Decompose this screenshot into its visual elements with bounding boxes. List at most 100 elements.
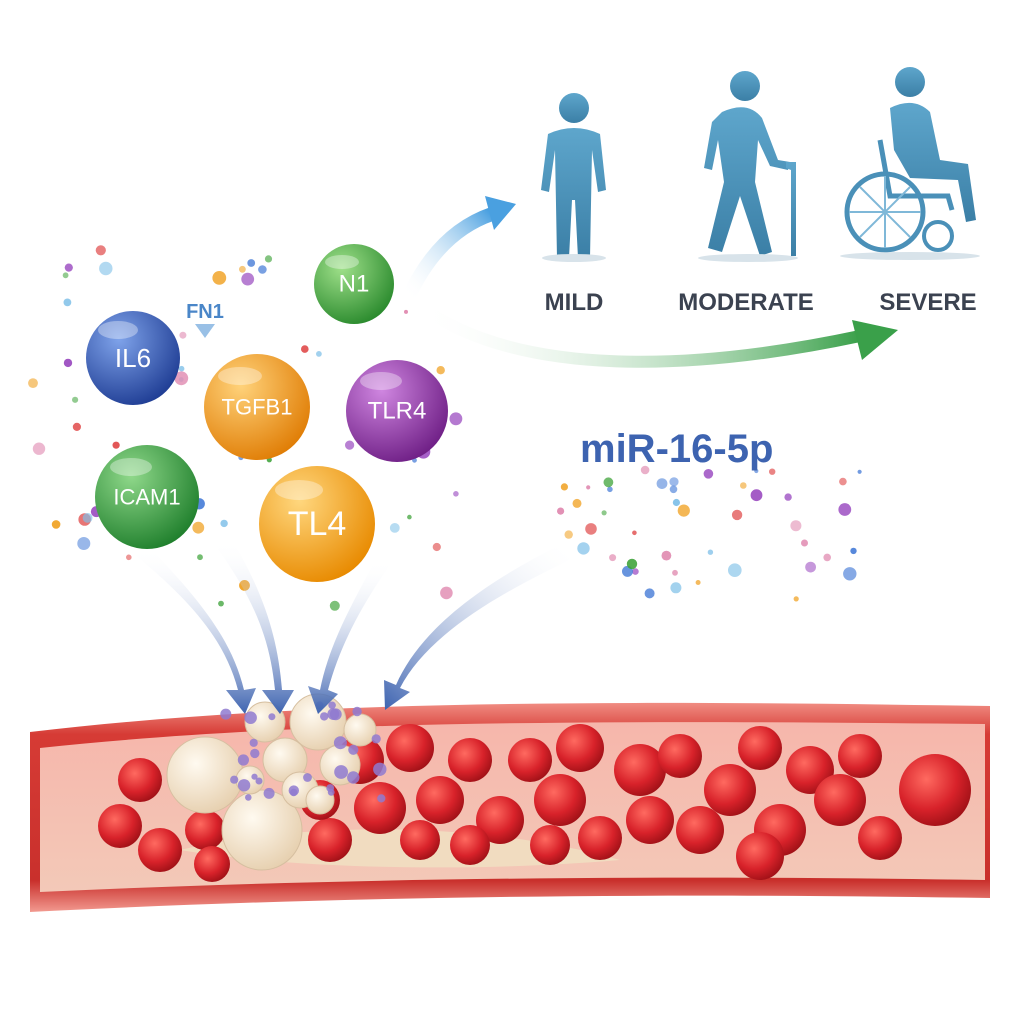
red-blood-cell	[704, 764, 756, 816]
particle	[316, 351, 322, 357]
molecule-tgfb1: TGFB1	[204, 354, 310, 460]
particle	[850, 547, 857, 555]
progression-arrows	[401, 196, 898, 368]
fn1-marker: FN1	[186, 301, 224, 338]
red-blood-cell	[858, 816, 902, 860]
particle	[784, 493, 792, 501]
immune-particle	[377, 794, 386, 803]
red-blood-cell	[416, 776, 464, 824]
particle	[389, 523, 400, 533]
red-blood-cell	[614, 744, 666, 796]
particle	[801, 539, 808, 547]
particle	[677, 504, 690, 517]
particle	[407, 514, 412, 520]
particle	[577, 542, 590, 555]
immune-particle	[237, 779, 251, 792]
particle	[823, 553, 831, 562]
immune-particle	[237, 754, 249, 766]
particle	[404, 309, 408, 314]
particle	[669, 477, 679, 487]
particle	[247, 259, 256, 267]
particle	[174, 371, 189, 386]
particle	[857, 469, 862, 474]
molecule-label-tlr4: TLR4	[368, 398, 427, 425]
particle	[453, 491, 459, 497]
particle	[695, 580, 701, 585]
particle	[64, 263, 73, 272]
particle	[95, 245, 106, 256]
particle	[329, 600, 340, 611]
particle	[564, 530, 573, 539]
particle	[672, 569, 678, 576]
particle	[345, 440, 355, 450]
immune-particle	[250, 748, 260, 759]
particle	[220, 519, 228, 528]
immune-particle	[328, 701, 336, 710]
particle	[301, 345, 309, 353]
immune-particle	[263, 787, 275, 799]
particle	[440, 586, 453, 600]
fn1-label: FN1	[186, 301, 224, 323]
molecule-label-tl4: TL4	[288, 505, 347, 543]
red-blood-cell	[118, 758, 162, 802]
immune-particle	[220, 708, 232, 720]
red-blood-cell	[450, 825, 490, 865]
particle	[218, 600, 224, 607]
cell-cluster	[98, 693, 971, 882]
particle	[62, 272, 69, 279]
immune-particle	[230, 775, 239, 784]
particle	[769, 468, 776, 475]
red-blood-cell	[194, 846, 230, 882]
particle	[72, 422, 81, 431]
molecule-label-tgfb1: TGFB1	[222, 395, 293, 420]
particle	[32, 442, 46, 455]
immune-particle	[348, 744, 359, 755]
particle	[805, 561, 816, 573]
particle	[603, 477, 614, 488]
red-blood-cell	[98, 804, 142, 848]
lipid-droplet	[343, 713, 377, 747]
immune-particle	[329, 708, 342, 721]
immune-particle	[326, 784, 335, 792]
red-blood-cell	[530, 825, 570, 865]
particle	[572, 498, 582, 508]
immune-particle	[249, 738, 258, 747]
immune-particle	[333, 736, 347, 750]
particle	[640, 465, 650, 475]
particle	[793, 596, 799, 602]
immune-particle	[290, 788, 298, 797]
red-blood-cell	[508, 738, 552, 782]
particle	[838, 503, 852, 516]
particle	[82, 513, 93, 523]
molecule-tl4: TL4	[259, 466, 375, 582]
arrows-to-vessel	[135, 540, 570, 714]
stage-label-mild: MILD	[545, 289, 604, 316]
immune-particle	[251, 773, 258, 780]
particle	[632, 530, 637, 536]
particle	[672, 498, 681, 507]
red-blood-cell	[736, 832, 784, 880]
person-with-cane-icon	[698, 71, 798, 262]
particle	[843, 567, 857, 581]
particle	[192, 521, 205, 534]
particle	[63, 358, 73, 368]
immune-particle	[371, 734, 381, 744]
stage-label-moderate: MODERATE	[678, 289, 814, 316]
red-blood-cell	[556, 724, 604, 772]
red-blood-cell	[658, 734, 702, 778]
red-blood-cell	[386, 724, 434, 772]
immune-particle	[320, 712, 329, 721]
molecule-tlr4: TLR4	[346, 360, 448, 462]
red-blood-cell	[138, 828, 182, 872]
immune-particle	[352, 706, 362, 717]
particle	[728, 563, 742, 577]
immune-particle	[245, 794, 252, 801]
particle	[99, 261, 113, 276]
particle	[731, 509, 743, 521]
red-blood-cell	[534, 774, 586, 826]
molecule-label-n1: N1	[339, 271, 370, 298]
particle	[63, 298, 72, 307]
mirna-label: miR-16-5p	[580, 427, 773, 471]
particle	[790, 520, 802, 532]
